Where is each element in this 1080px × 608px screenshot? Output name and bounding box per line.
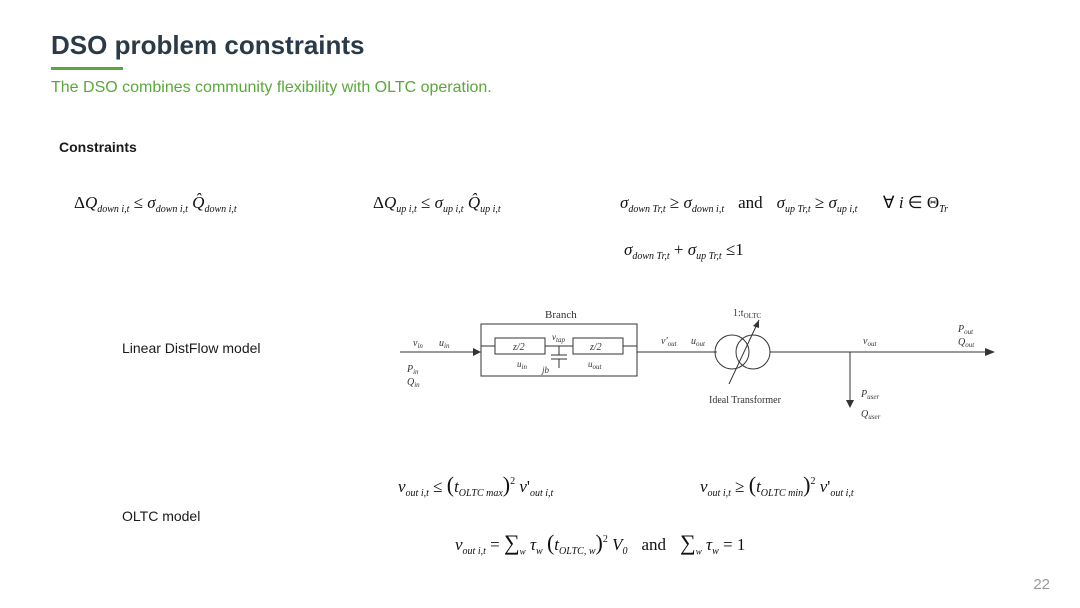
- equation-oltc-max: vout i,t ≤ (tOLTC max)2 v'out i,t: [398, 472, 554, 499]
- title-underline: [51, 67, 123, 70]
- svg-text:z/2: z/2: [512, 342, 525, 353]
- equation-q-down: ΔQdown i,t ≤ σdown i,t Q̂down i,t: [74, 193, 237, 215]
- svg-text:Puser: Puser: [860, 389, 879, 401]
- svg-text:Qout: Qout: [958, 337, 975, 349]
- svg-text:jb: jb: [541, 365, 550, 375]
- page-number: 22: [1033, 576, 1050, 593]
- svg-text:Qin: Qin: [407, 377, 420, 389]
- svg-text:z/2: z/2: [589, 342, 602, 353]
- branch-box: [480, 323, 638, 377]
- distflow-label: Linear DistFlow model: [122, 340, 261, 356]
- transformer-coil-right: [735, 334, 771, 370]
- svg-text:Pout: Pout: [957, 324, 974, 336]
- slide-subtitle: The DSO combines community flexibility w…: [51, 79, 492, 96]
- svg-text:vout: vout: [863, 336, 877, 348]
- svg-text:uin: uin: [439, 338, 450, 350]
- transformer-coil-left: [714, 334, 750, 370]
- equation-oltc-min: vout i,t ≥ (tOLTC min)2 v'out i,t: [700, 472, 854, 499]
- svg-text:Pin: Pin: [406, 364, 419, 376]
- constraints-heading: Constraints: [59, 139, 137, 155]
- svg-text:vtap: vtap: [552, 332, 565, 344]
- equation-q-up: ΔQup i,t ≤ σup i,t Q̂up i,t: [373, 193, 501, 215]
- svg-text:v'out: v'out: [661, 336, 678, 348]
- svg-text:uout: uout: [691, 336, 706, 348]
- svg-text:uout: uout: [588, 359, 603, 371]
- svg-text:Quser: Quser: [861, 409, 881, 421]
- slide-title: DSO problem constraints: [51, 30, 365, 60]
- oltc-label: OLTC model: [122, 508, 201, 524]
- svg-text:uin: uin: [517, 359, 527, 371]
- equation-sigma-sum: σdown Tr,t + σup Tr,t ≤1: [624, 240, 744, 262]
- ideal-transformer-label: Ideal Transformer: [709, 395, 782, 406]
- distflow-circuit-diagram: Branch z/2 z/2 vtap jb uin uout vin uin …: [400, 308, 995, 421]
- svg-text:1:tOLTC: 1:tOLTC: [733, 308, 762, 320]
- svg-text:vin: vin: [413, 338, 423, 350]
- branch-label: Branch: [545, 309, 577, 321]
